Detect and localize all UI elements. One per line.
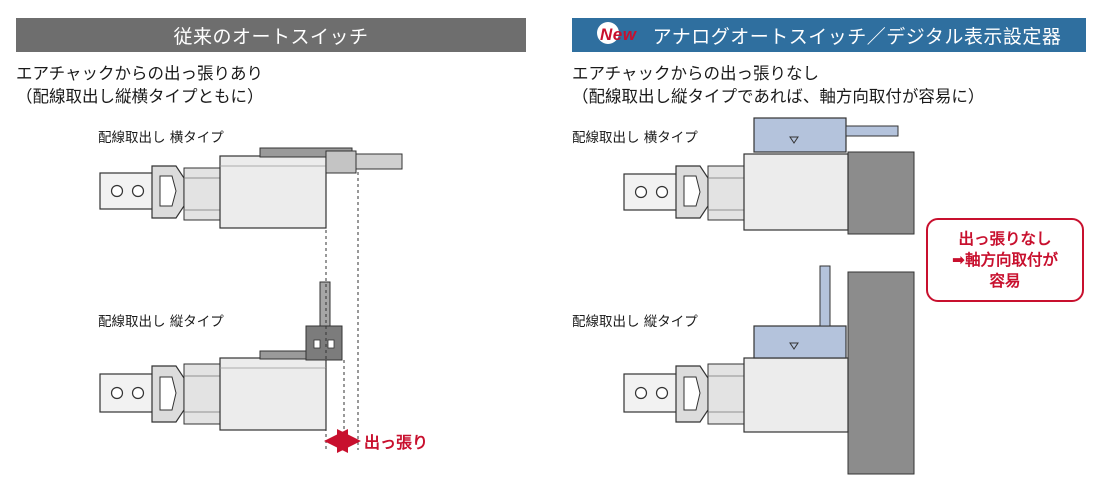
right-panel: New アナログオートスイッチ／デジタル表示設定器 エアチャックからの出っ張りな… xyxy=(560,0,1100,492)
left-horizontal-chuck xyxy=(99,147,403,229)
left-lead-line1: エアチャックからの出っ張りあり xyxy=(16,64,264,83)
right-vertical-chuck xyxy=(623,265,915,475)
right-vertical-type-label: 配線取出し 縦タイプ xyxy=(572,314,698,330)
new-badge-text: New xyxy=(600,25,638,44)
left-lead-text: エアチャックからの出っ張りあり （配線取出し縦横タイプともに） xyxy=(16,62,264,108)
right-horizontal-chuck xyxy=(623,117,915,235)
right-chuck-drawings xyxy=(623,117,915,475)
conventional-switch-header-text: 従来のオートスイッチ xyxy=(173,25,369,48)
right-horizontal-type-label: 配線取出し 横タイプ xyxy=(572,130,698,146)
left-chuck-drawings xyxy=(99,147,403,453)
left-vertical-type-label: 配線取出し 縦タイプ xyxy=(98,314,224,330)
left-lead-line2: （配線取出し縦横タイプともに） xyxy=(16,87,264,106)
conventional-switch-header: 従来のオートスイッチ xyxy=(16,18,526,52)
no-protrusion-callout: 出っ張りなし ➡軸方向取付が 容易 xyxy=(926,218,1084,302)
callout-line3: 容易 xyxy=(989,271,1021,290)
callout-line2: ➡軸方向取付が xyxy=(952,250,1058,269)
callout-line1: 出っ張りなし xyxy=(958,229,1052,248)
new-badge: New xyxy=(596,20,647,50)
analog-switch-header-text: アナログオートスイッチ／デジタル表示設定器 xyxy=(652,25,1062,48)
left-vertical-chuck xyxy=(99,281,343,431)
right-lead-text: エアチャックからの出っ張りなし （配線取出し縦タイプであれば、軸方向取付が容易に… xyxy=(572,62,984,108)
analog-switch-header: New アナログオートスイッチ／デジタル表示設定器 xyxy=(572,18,1086,52)
right-lead-line1: エアチャックからの出っ張りなし xyxy=(572,64,820,83)
right-lead-line2: （配線取出し縦タイプであれば、軸方向取付が容易に） xyxy=(572,87,985,106)
protrusion-label: 出っ張り xyxy=(364,433,429,452)
left-horizontal-type-label: 配線取出し 横タイプ xyxy=(98,130,224,146)
left-panel: 従来のオートスイッチ エアチャックからの出っ張りあり （配線取出し縦横タイプとも… xyxy=(0,0,540,492)
